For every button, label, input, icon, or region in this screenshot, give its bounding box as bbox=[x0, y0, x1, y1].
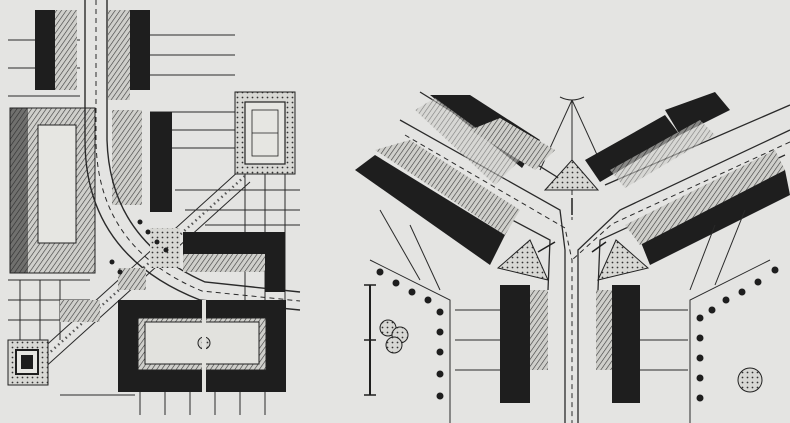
building bbox=[640, 170, 790, 265]
street-trees bbox=[109, 219, 169, 275]
building-hatched bbox=[108, 10, 130, 100]
tree-cluster bbox=[379, 319, 409, 354]
pavilion-core bbox=[21, 355, 33, 369]
road-centerline bbox=[95, 0, 301, 302]
house bbox=[60, 300, 100, 322]
building-hatched bbox=[470, 118, 555, 170]
building bbox=[500, 285, 530, 403]
building-hatched bbox=[530, 290, 548, 370]
building-hatched bbox=[415, 98, 520, 185]
right-plan bbox=[355, 91, 790, 423]
building-hatched bbox=[610, 120, 715, 188]
lot-lines bbox=[369, 209, 771, 423]
planting-island bbox=[597, 239, 650, 281]
building bbox=[612, 285, 640, 403]
building-hatched bbox=[183, 254, 285, 272]
tree bbox=[737, 367, 763, 393]
building bbox=[585, 115, 680, 182]
building bbox=[150, 112, 172, 212]
building bbox=[265, 232, 285, 292]
courtyard bbox=[37, 124, 77, 244]
road-edge-inner bbox=[106, 0, 301, 293]
scale-bar bbox=[364, 284, 376, 396]
building-hatched bbox=[375, 140, 520, 235]
left-plan bbox=[7, 0, 301, 415]
planting-island bbox=[496, 239, 549, 281]
building bbox=[183, 232, 285, 254]
house bbox=[118, 268, 146, 290]
direction-arrows bbox=[537, 198, 607, 253]
building-edge bbox=[10, 108, 28, 273]
building-hatched bbox=[55, 10, 77, 90]
road-edge-outer bbox=[84, 0, 301, 311]
building-hatched bbox=[112, 110, 142, 205]
building bbox=[130, 10, 150, 90]
building bbox=[355, 155, 505, 265]
planting-island bbox=[543, 159, 600, 191]
lot-lines-right bbox=[150, 34, 300, 300]
street-trees bbox=[376, 266, 779, 402]
building bbox=[35, 10, 55, 90]
building-hatched bbox=[625, 150, 785, 245]
building-hatched bbox=[596, 290, 612, 370]
building bbox=[665, 92, 730, 135]
